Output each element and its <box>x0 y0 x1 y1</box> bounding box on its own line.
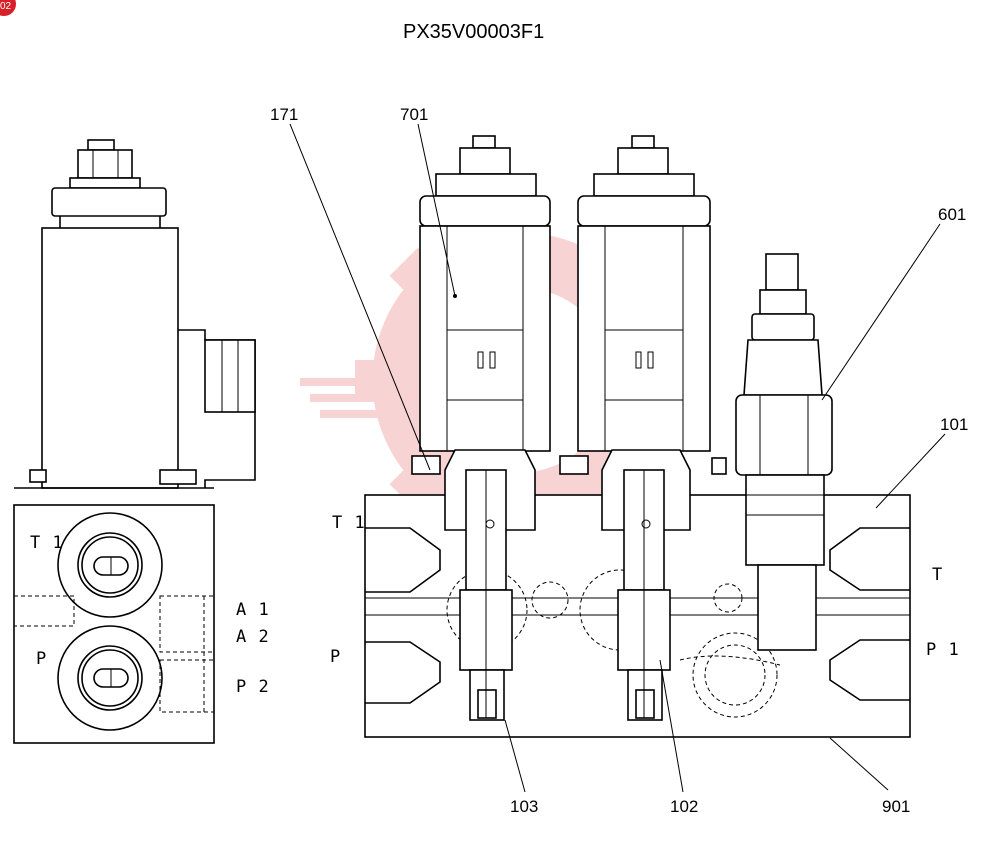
svg-text:02: 02 <box>0 1 12 12</box>
front-port-p1: P 1 <box>926 640 960 660</box>
corner-badge[interactable]: 02 <box>0 0 16 16</box>
callout-101: 101 <box>940 415 968 434</box>
leader-lines <box>289 123 946 793</box>
side-port-t1: T 1 <box>30 533 64 553</box>
callout-103: 103 <box>510 797 538 816</box>
callout-701: 701 <box>400 105 428 124</box>
front-port-p: P <box>330 647 341 667</box>
side-view: T 1 P A 1 A 2 P 2 <box>13 139 270 744</box>
side-port-p: P <box>36 649 47 669</box>
drawing-title: PX35V00003F1 <box>403 21 544 43</box>
callout-601: 601 <box>938 205 966 224</box>
front-port-t: T <box>932 565 943 585</box>
callout-102: 102 <box>670 797 698 816</box>
callout-171: 171 <box>270 105 298 124</box>
side-port-p2: P 2 <box>236 677 270 697</box>
front-view <box>364 135 911 738</box>
callout-901: 901 <box>882 797 910 816</box>
front-port-t1: T 1 <box>332 513 366 533</box>
side-port-a2: A 2 <box>236 627 270 647</box>
side-port-a1: A 1 <box>236 600 270 620</box>
